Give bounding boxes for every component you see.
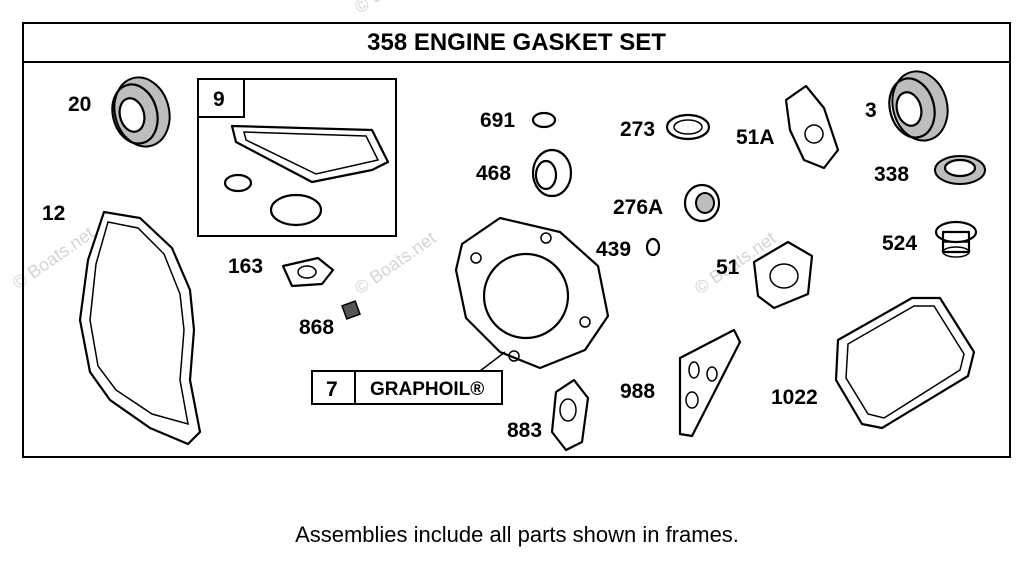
caption-note: Assemblies include all parts shown in fr…: [295, 522, 739, 547]
callout-883: 883: [507, 419, 542, 442]
callout-691: 691: [480, 109, 515, 132]
callout-1022: 1022: [771, 386, 818, 409]
oil-seal-3: [888, 70, 949, 142]
callout-988: 988: [620, 380, 655, 403]
callout-439: 439: [596, 238, 631, 261]
callout-524: 524: [882, 232, 917, 255]
ring-273: [665, 113, 711, 141]
callout-51a: 51A: [736, 126, 775, 149]
ring-691: [531, 111, 557, 129]
gasket-51: [752, 240, 814, 310]
graphoil-box-7: [311, 351, 506, 405]
callout-51: 51: [716, 256, 740, 279]
gasket-988: [678, 328, 742, 438]
plug-524: [934, 220, 978, 258]
callout-9: 9: [213, 88, 225, 111]
callout-20: 20: [68, 93, 91, 116]
callout-338: 338: [874, 163, 909, 186]
graphoil-label: GRAPHOIL®: [370, 379, 484, 400]
oil-seal-20: [111, 76, 171, 148]
gasket-1022: [834, 296, 976, 430]
crankcase-gasket-12: [78, 210, 202, 446]
callout-7: 7: [326, 378, 338, 401]
seal-338: [934, 155, 986, 185]
callout-3: 3: [865, 99, 877, 122]
diagram-frame: 358 ENGINE GASKET SET: [22, 22, 1011, 458]
seal-468: [531, 148, 573, 198]
callout-12: 12: [42, 202, 65, 225]
gasket-163: [281, 256, 335, 288]
cylinder-head-gasket: [454, 216, 610, 370]
seal-276a: [683, 183, 721, 223]
callout-163: 163: [228, 255, 263, 278]
ring-439: [645, 237, 661, 257]
assembly-frame-9: [197, 78, 397, 237]
watermark-1: © Boats.net: [351, 0, 440, 17]
callout-868: 868: [299, 316, 334, 339]
gasket-883: [550, 378, 590, 452]
page-title: 358 ENGINE GASKET SET: [24, 24, 1009, 63]
callout-468: 468: [476, 162, 511, 185]
callout-273: 273: [620, 118, 655, 141]
gasket-51a: [784, 84, 840, 170]
seal-868: [341, 300, 361, 320]
callout-276a: 276A: [613, 196, 663, 219]
